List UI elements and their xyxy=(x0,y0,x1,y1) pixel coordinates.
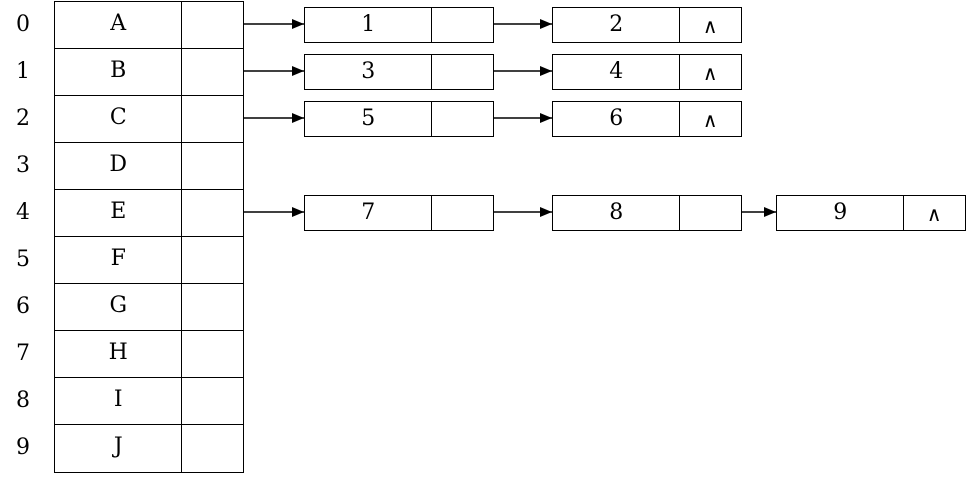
vertex-cell: F xyxy=(54,236,183,285)
row-index: 9 xyxy=(16,435,30,460)
row-index: 8 xyxy=(16,388,30,413)
null-pointer-cell: ∧ xyxy=(903,195,966,231)
vertex-cell: J xyxy=(54,424,183,473)
list-node-data: 1 xyxy=(304,7,433,43)
list-node-data: 9 xyxy=(776,195,905,231)
list-node-data: 4 xyxy=(552,54,681,90)
list-node-data: 8 xyxy=(552,195,681,231)
row-index: 7 xyxy=(16,341,30,366)
null-pointer-cell: ∧ xyxy=(679,101,742,137)
first-edge-pointer-cell xyxy=(181,330,244,379)
null-symbol: ∧ xyxy=(702,61,718,85)
first-edge-pointer-cell xyxy=(181,424,244,473)
row-index: 2 xyxy=(16,106,30,131)
list-node-data: 6 xyxy=(552,101,681,137)
list-node-data: 2 xyxy=(552,7,681,43)
row-index: 0 xyxy=(16,12,30,37)
row-index: 5 xyxy=(16,247,30,272)
first-edge-pointer-cell xyxy=(181,236,244,285)
first-edge-pointer-cell xyxy=(181,95,244,144)
vertex-cell: G xyxy=(54,283,183,332)
null-pointer-cell: ∧ xyxy=(679,7,742,43)
list-node-data: 3 xyxy=(304,54,433,90)
next-pointer-cell xyxy=(431,54,494,90)
row-index: 1 xyxy=(16,59,30,84)
null-symbol: ∧ xyxy=(702,14,718,38)
row-index: 6 xyxy=(16,294,30,319)
next-pointer-cell xyxy=(431,7,494,43)
vertex-cell: C xyxy=(54,95,183,144)
list-node-data: 5 xyxy=(304,101,433,137)
vertex-cell: E xyxy=(54,189,183,238)
null-symbol: ∧ xyxy=(926,202,942,226)
list-node-data: 7 xyxy=(304,195,433,231)
vertex-cell: I xyxy=(54,377,183,426)
first-edge-pointer-cell xyxy=(181,377,244,426)
first-edge-pointer-cell xyxy=(181,48,244,97)
first-edge-pointer-cell xyxy=(181,283,244,332)
row-index: 3 xyxy=(16,153,30,178)
first-edge-pointer-cell xyxy=(181,189,244,238)
null-symbol: ∧ xyxy=(702,108,718,132)
next-pointer-cell xyxy=(431,101,494,137)
row-index: 4 xyxy=(16,200,30,225)
next-pointer-cell xyxy=(679,195,742,231)
vertex-cell: H xyxy=(54,330,183,379)
vertex-cell: B xyxy=(54,48,183,97)
null-pointer-cell: ∧ xyxy=(679,54,742,90)
first-edge-pointer-cell xyxy=(181,142,244,191)
first-edge-pointer-cell xyxy=(181,1,244,50)
vertex-cell: A xyxy=(54,1,183,50)
next-pointer-cell xyxy=(431,195,494,231)
vertex-cell: D xyxy=(54,142,183,191)
